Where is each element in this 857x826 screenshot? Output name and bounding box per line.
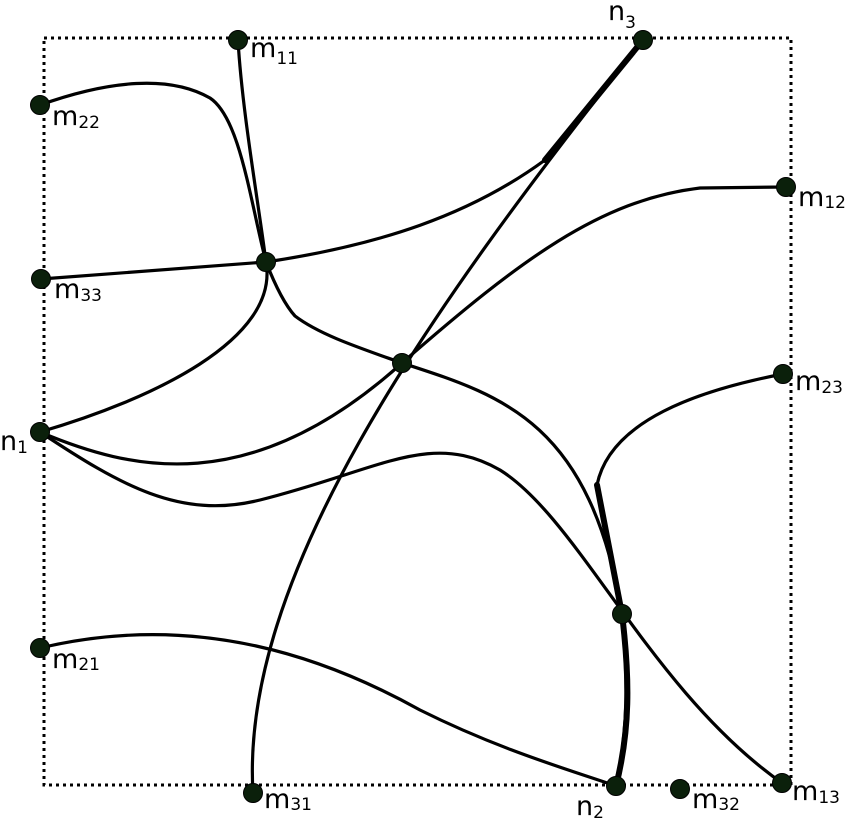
node-hub-b <box>392 353 412 373</box>
node-m21 <box>30 638 50 658</box>
edge-b-m12 <box>400 185 788 365</box>
edge-n2-thick <box>613 611 631 789</box>
edge-b-c <box>400 361 624 616</box>
label-m32: m32 <box>692 784 740 815</box>
edge-n3-thick <box>542 37 646 163</box>
node-m23 <box>773 364 793 384</box>
node-n2 <box>606 776 626 796</box>
label-m33: m33 <box>54 274 102 306</box>
edge-m21-n2 <box>38 633 618 788</box>
label-m22: m22 <box>52 101 100 133</box>
node-m11 <box>228 30 248 50</box>
edge-m33-a <box>39 260 268 281</box>
label-m13: m13 <box>792 776 840 808</box>
node-m13 <box>772 773 792 793</box>
edge-a-b <box>264 260 404 365</box>
label-m21: m21 <box>52 644 100 675</box>
edges <box>38 38 788 795</box>
edge-m23-c <box>595 372 785 616</box>
node-m31 <box>243 783 263 803</box>
label-m23: m23 <box>795 366 843 398</box>
edge-n3-m31 <box>250 38 645 795</box>
edge-a-n1 <box>38 260 269 434</box>
edge-a-n3 <box>264 38 645 264</box>
node-m12 <box>776 177 796 197</box>
edge-n1-m13 <box>38 430 784 785</box>
label-n2: n2 <box>576 791 604 823</box>
edge-m11-a <box>236 38 268 264</box>
nodes <box>30 30 796 803</box>
node-m22 <box>30 95 50 115</box>
label-m31: m31 <box>264 784 312 815</box>
node-hub-a <box>256 252 276 272</box>
node-n3 <box>633 30 653 50</box>
edge-n1-b <box>38 361 404 466</box>
label-n3: n3 <box>608 0 636 33</box>
node-hub-c <box>612 604 632 624</box>
edge-c-thick <box>594 482 625 617</box>
label-m12: m12 <box>798 182 846 213</box>
thick-edges <box>542 37 646 789</box>
label-m11: m11 <box>250 33 298 69</box>
node-n1 <box>30 422 50 442</box>
node-m32 <box>670 779 690 799</box>
label-n1: n1 <box>0 426 28 458</box>
edge-m22-a <box>38 81 268 264</box>
boundary-frame <box>42 36 793 787</box>
node-m33 <box>31 269 51 289</box>
